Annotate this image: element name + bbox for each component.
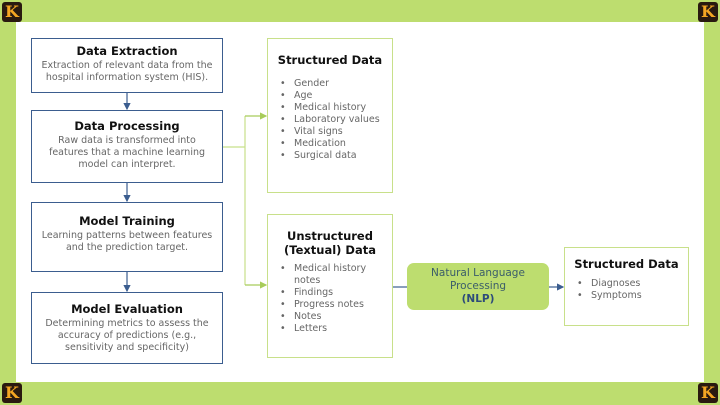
step-data-processing: Data Processing Raw data is transformed … [31,110,223,183]
step-title: Model Training [79,214,175,228]
step-title: Data Processing [74,119,180,133]
list-item: Laboratory values [268,114,392,126]
logo-icon: K [698,383,718,403]
list-item: Surgical data [268,150,392,162]
list-item: Medical history [268,102,392,114]
branch-connector [223,116,246,285]
list-item: Notes [268,311,392,323]
list-item: Age [268,90,392,102]
logo-icon: K [2,2,22,22]
list-item: Letters [268,323,392,335]
nlp-box: Natural Language Processing (NLP) [407,263,549,310]
list-item: Progress notes [268,299,392,311]
list-item: Medical history notes [268,263,392,287]
logo-icon: K [698,2,718,22]
step-data-extraction: Data Extraction Extraction of relevant d… [31,38,223,93]
nlp-text: Natural Language Processing [431,267,525,292]
step-desc: Determining metrics to assess the accura… [45,318,209,353]
output-list: DiagnosesSymptoms [565,278,688,302]
list-item: Gender [268,78,392,90]
structured-data-output-box: Structured Data DiagnosesSymptoms [564,247,689,326]
list-item: Symptoms [565,290,688,302]
unstructured-list: Medical history notesFindingsProgress no… [268,263,392,335]
unstructured-data-box: Unstructured (Textual) Data Medical hist… [267,214,393,358]
step-model-evaluation: Model Evaluation Determining metrics to … [31,292,223,364]
step-desc: Raw data is transformed into features th… [48,135,206,170]
step-title: Model Evaluation [71,302,183,316]
box-title: Structured Data [277,53,383,67]
list-item: Diagnoses [565,278,688,290]
step-model-training: Model Training Learning patterns between… [31,202,223,272]
step-desc: Extraction of relevant data from the hos… [41,60,213,83]
structured-data-box: Structured Data GenderAgeMedical history… [267,38,393,193]
list-item: Findings [268,287,392,299]
nlp-abbr: (NLP) [461,293,495,305]
step-title: Data Extraction [76,44,178,58]
list-item: Vital signs [268,126,392,138]
box-title: Unstructured (Textual) Data [284,229,376,257]
structured-list: GenderAgeMedical historyLaboratory value… [268,78,392,162]
list-item: Medication [268,138,392,150]
step-desc: Learning patterns between features and t… [41,230,213,253]
box-title: Structured Data [574,257,679,271]
logo-icon: K [2,383,22,403]
